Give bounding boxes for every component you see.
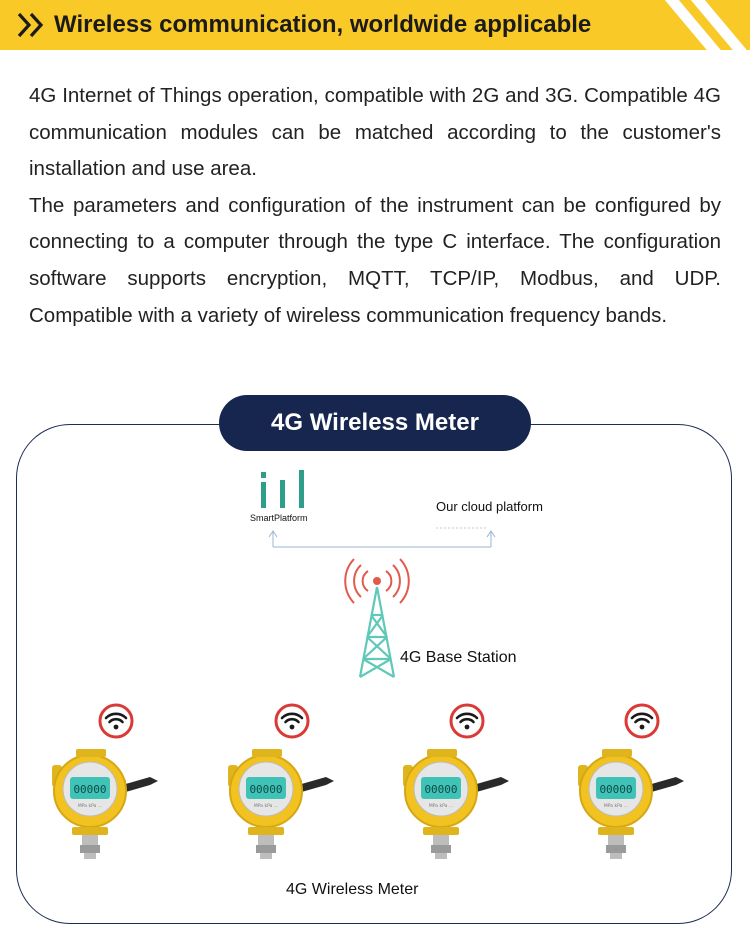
smart-platform-label: SmartPlatform	[250, 513, 308, 523]
banner-title: Wireless communication, worldwide applic…	[54, 11, 592, 38]
svg-text:MPa kPa ...: MPa kPa ...	[604, 803, 628, 809]
intro-paragraph-2: The parameters and configuration of the …	[29, 193, 721, 327]
meter-lcd-value: 00000	[249, 783, 282, 796]
wifi-icon	[274, 703, 310, 739]
wifi-icon	[98, 703, 134, 739]
smart-platform-logo	[261, 470, 304, 508]
meter-lcd-value: 00000	[599, 783, 632, 796]
meter-lcd-value: 00000	[424, 783, 457, 796]
svg-text:MPa kPa ...: MPa kPa ...	[78, 803, 102, 809]
base-station-label: 4G Base Station	[400, 649, 517, 666]
svg-text:MPa kPa ...: MPa kPa ...	[429, 803, 453, 809]
header-banner: Wireless communication, worldwide applic…	[0, 0, 750, 50]
base-station-tower-icon	[344, 558, 410, 678]
double-chevron-right-icon	[17, 12, 44, 38]
intro-text: 4G Internet of Things operation, compati…	[29, 78, 721, 334]
cloud-platform-label: Our cloud platform	[436, 499, 543, 514]
intro-paragraph-1: 4G Internet of Things operation, compati…	[29, 84, 721, 181]
diagram-title-pill: 4G Wireless Meter	[219, 395, 531, 451]
svg-text:MPa kPa ...: MPa kPa ...	[254, 803, 278, 809]
wifi-icon	[624, 703, 660, 739]
meter-lcd-value: 00000	[73, 783, 106, 796]
wireless-meter-caption: 4G Wireless Meter	[286, 881, 419, 898]
wifi-icon	[449, 703, 485, 739]
